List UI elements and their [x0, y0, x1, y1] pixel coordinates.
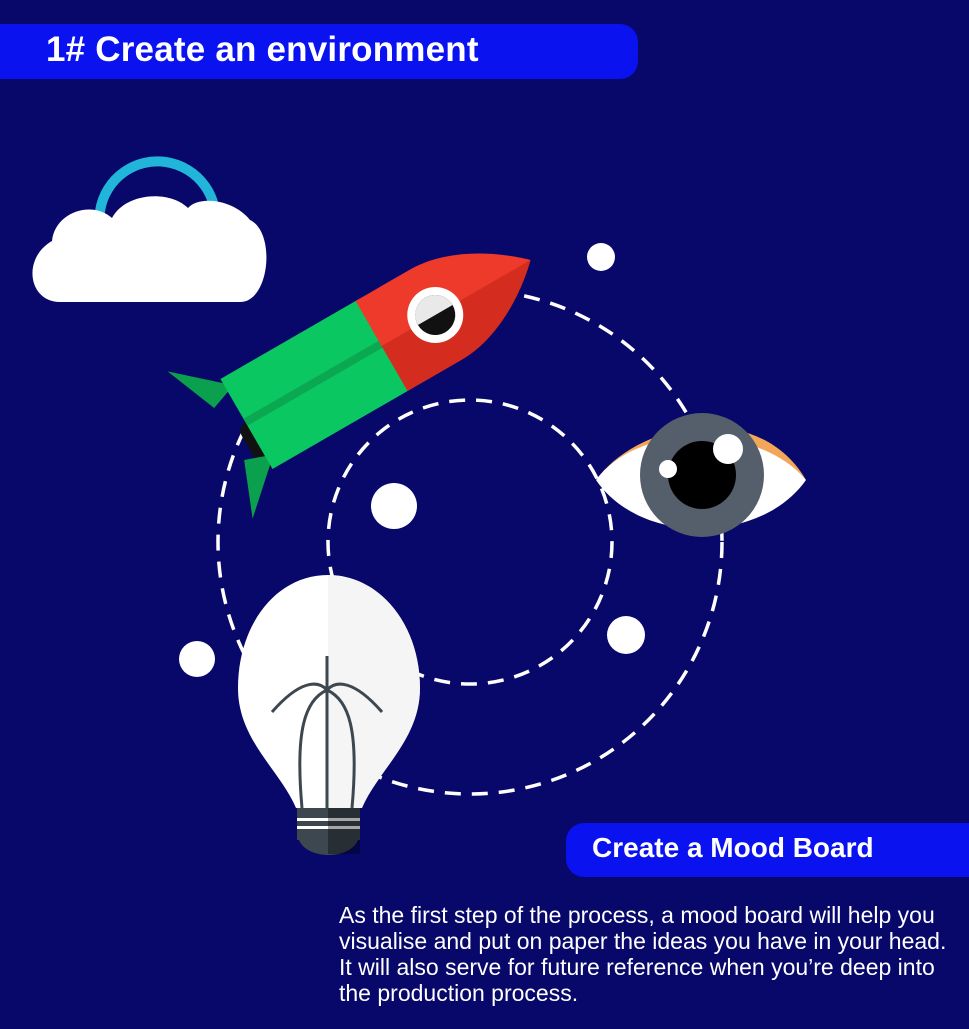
section-title: Create a Mood Board — [592, 832, 874, 863]
dot-decoration — [607, 616, 645, 654]
lightbulb-icon — [238, 575, 420, 855]
dot-decoration — [179, 641, 215, 677]
section-banner: Create a Mood Board — [566, 823, 969, 877]
dot-decoration — [371, 483, 417, 529]
dot-decoration — [587, 243, 615, 271]
cloud-icon — [32, 156, 267, 302]
rocket-icon — [167, 253, 531, 519]
section-description: As the first step of the process, a mood… — [339, 902, 947, 1006]
eye-icon — [596, 413, 806, 537]
header-banner: 1# Create an environment — [0, 24, 638, 79]
page-title: 1# Create an environment — [46, 30, 479, 69]
inner-orbit-ring — [326, 398, 614, 686]
outer-orbit-ring — [216, 288, 724, 796]
